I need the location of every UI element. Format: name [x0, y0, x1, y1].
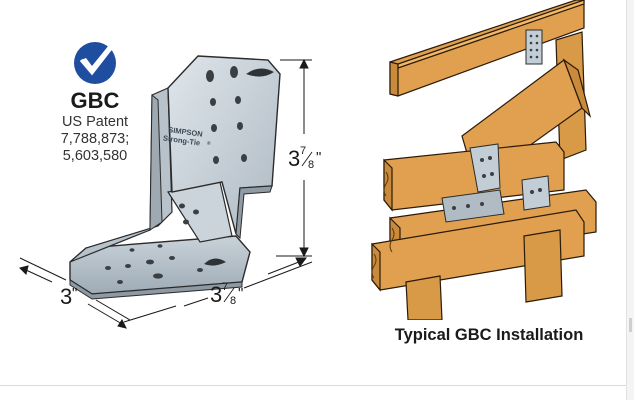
bracket-slot [204, 258, 226, 266]
depth-dim-den: 8 [230, 295, 236, 307]
height-dim-num: 7 [300, 145, 306, 157]
width-dim-whole: 3 [60, 284, 72, 309]
height-dim-den: 8 [308, 159, 314, 171]
depth-dim-unit: " [238, 285, 243, 302]
product-badge: GBC US Patent 7,788,873; 5,603,580 [40, 40, 150, 165]
stamp-registered-mark: ® [206, 140, 211, 147]
height-dim-whole: 3 [288, 146, 300, 171]
height-dim-unit: " [316, 149, 321, 166]
divider-line [0, 385, 626, 386]
scrollbar-track[interactable] [626, 0, 634, 400]
depth-dimension [123, 257, 313, 323]
product-code: GBC [70, 88, 120, 113]
installation-caption: Typical GBC Installation [394, 326, 584, 344]
fastener-holes [105, 66, 247, 284]
end-grain [371, 171, 395, 279]
patent-number-1: 7,788,873; [60, 131, 130, 147]
bracket-side-flange [69, 87, 173, 263]
width-dim-unit: " [72, 285, 77, 302]
bracket-slot [246, 68, 274, 77]
checkmark-certification-icon [74, 42, 116, 84]
bracket-base-plate [69, 235, 251, 300]
patent-label: US Patent [61, 114, 129, 130]
height-dimension [276, 58, 312, 258]
strap-tie [525, 29, 543, 65]
depth-dim-whole: 3 [210, 282, 222, 307]
installation-illustration [371, 0, 597, 320]
width-dimension [19, 257, 131, 329]
patent-number-2: 5,603,580 [62, 148, 128, 164]
depth-dim-num: 7 [222, 281, 228, 293]
gbc-connector [441, 143, 551, 223]
bracket-back-plate [167, 55, 281, 240]
scrollbar-thumb[interactable] [629, 318, 632, 332]
bracket-dimension-drawing: SIMPSON Strong-Tie ® 3 7 8 " 3 " 3 7 8 " [19, 55, 321, 329]
